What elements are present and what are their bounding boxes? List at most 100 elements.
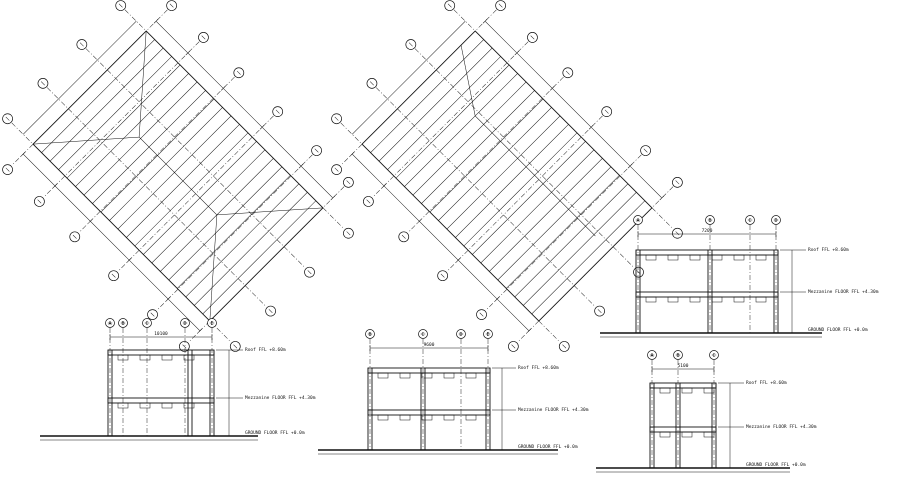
plan-grid-bubble-top — [640, 145, 651, 156]
beam-section — [161, 402, 173, 409]
beam-section — [659, 387, 671, 394]
grid-bubble-mark — [565, 70, 570, 75]
plan-dim-tick — [417, 218, 422, 224]
plan-grid-bubble-left — [76, 39, 88, 50]
plan-dim-line — [22, 20, 137, 135]
purlin-line — [523, 192, 637, 306]
plan-gridline-row — [11, 122, 232, 343]
plan-gridline-col — [485, 154, 642, 311]
beam-section — [703, 431, 715, 438]
grid-bubble-mark — [37, 199, 42, 204]
section-grid-label: A — [636, 218, 639, 224]
purlin-line — [472, 141, 586, 255]
beam-section — [667, 296, 679, 303]
plan-grid-bubble-right — [633, 266, 644, 278]
purlin-line — [446, 115, 561, 230]
plan-dim-line — [351, 153, 530, 332]
beam-section — [377, 372, 389, 379]
plan-grid-bubble-top — [198, 32, 209, 43]
plan-grid-bubble-top — [233, 67, 245, 79]
section-grid-bubble: A — [105, 318, 115, 328]
roof-slab — [635, 249, 779, 256]
hip-line — [460, 45, 476, 116]
section-grid-bubble: D — [771, 215, 781, 225]
plan-grid-bubble-right — [229, 341, 241, 352]
grid-bubble-mark — [675, 231, 680, 236]
plan-grid-bubble-top — [672, 177, 683, 188]
grid-bubble-mark — [40, 81, 45, 86]
plan-grid-bubble-left — [405, 39, 417, 50]
purlin-line — [75, 73, 189, 187]
ridge-line — [138, 136, 218, 216]
beam-section — [681, 387, 693, 394]
plan-grid-bubble-bottom — [179, 341, 190, 352]
section-grid-bubble: B — [365, 329, 375, 339]
grid-bubble-mark — [346, 231, 351, 236]
beam-section — [667, 254, 679, 261]
hip-line — [216, 207, 323, 216]
beam-section — [711, 296, 723, 303]
grid-bubble-mark — [440, 273, 445, 278]
section-grid-label: D — [459, 332, 462, 338]
beam-section — [377, 414, 389, 421]
plan-grid-bubble-right — [672, 227, 683, 239]
grid-bubble-mark — [346, 180, 351, 185]
section-grid-label: B — [708, 218, 711, 224]
grid-bubble-mark — [233, 344, 238, 349]
purlin-line — [58, 56, 172, 170]
grid-bubble-mark — [562, 344, 567, 349]
plan-grid-bubble-top — [562, 67, 574, 79]
ground-level-label: GROUND FLOOR FFL +0.0m — [518, 444, 578, 450]
section-grid-label: C — [748, 218, 751, 224]
grid-bubble-mark — [111, 273, 116, 278]
plan-grid-bubble-right — [594, 305, 605, 317]
mezzanine-level-label: Mezzanine FLOOR FFL +4.30m — [808, 289, 879, 295]
plan-dim-tick — [197, 328, 203, 334]
section-grid-label: C — [712, 353, 715, 359]
grid-bubble-mark — [201, 35, 206, 40]
purlin-line — [185, 183, 300, 298]
grid-bubble-mark — [366, 199, 371, 204]
purlin-line — [378, 47, 493, 162]
grid-bubble-mark — [334, 167, 339, 172]
plan-dim-tick — [52, 183, 58, 189]
grid-bubble-mark — [643, 148, 648, 153]
beam-section — [659, 431, 671, 438]
beam-section — [117, 402, 129, 409]
plan-dim-line — [484, 20, 663, 199]
roof-plan-1 — [2, 0, 354, 352]
mezzanine-slab — [367, 409, 491, 416]
plan-grid-bubble-right — [343, 227, 354, 239]
plan-dim-tick — [220, 86, 226, 91]
plan-dim-tick — [88, 218, 93, 224]
beam-section — [443, 414, 455, 421]
beam-section — [733, 254, 745, 261]
beam-section — [399, 414, 411, 421]
beam-section — [681, 431, 693, 438]
plan-grid-bubble-left — [2, 113, 13, 125]
plan-dim-tick — [330, 195, 336, 201]
grid-bubble-mark — [675, 180, 680, 185]
section-grid-label: C — [421, 332, 424, 338]
section-grid-bubble: C — [709, 350, 719, 360]
mezzanine-slab — [649, 426, 717, 433]
grid-bubble-mark — [5, 167, 10, 172]
plan-dim-tick — [153, 18, 159, 24]
purlin-line — [168, 166, 283, 281]
grid-bubble-mark — [307, 270, 312, 275]
section-grid-bubble: A — [633, 215, 643, 225]
grid-bubble-mark — [236, 70, 241, 75]
grid-bubble-mark — [447, 3, 452, 8]
plan-grid-bubble-bottom — [363, 196, 374, 207]
grid-bubble-mark — [604, 109, 609, 114]
grid-bubble-mark — [314, 148, 319, 153]
mezzanine-slab — [107, 397, 215, 404]
beam-section — [689, 296, 701, 303]
section-grid-bubble: B — [118, 318, 128, 328]
hip-line — [138, 31, 147, 138]
plan-gridline-col — [188, 186, 345, 343]
